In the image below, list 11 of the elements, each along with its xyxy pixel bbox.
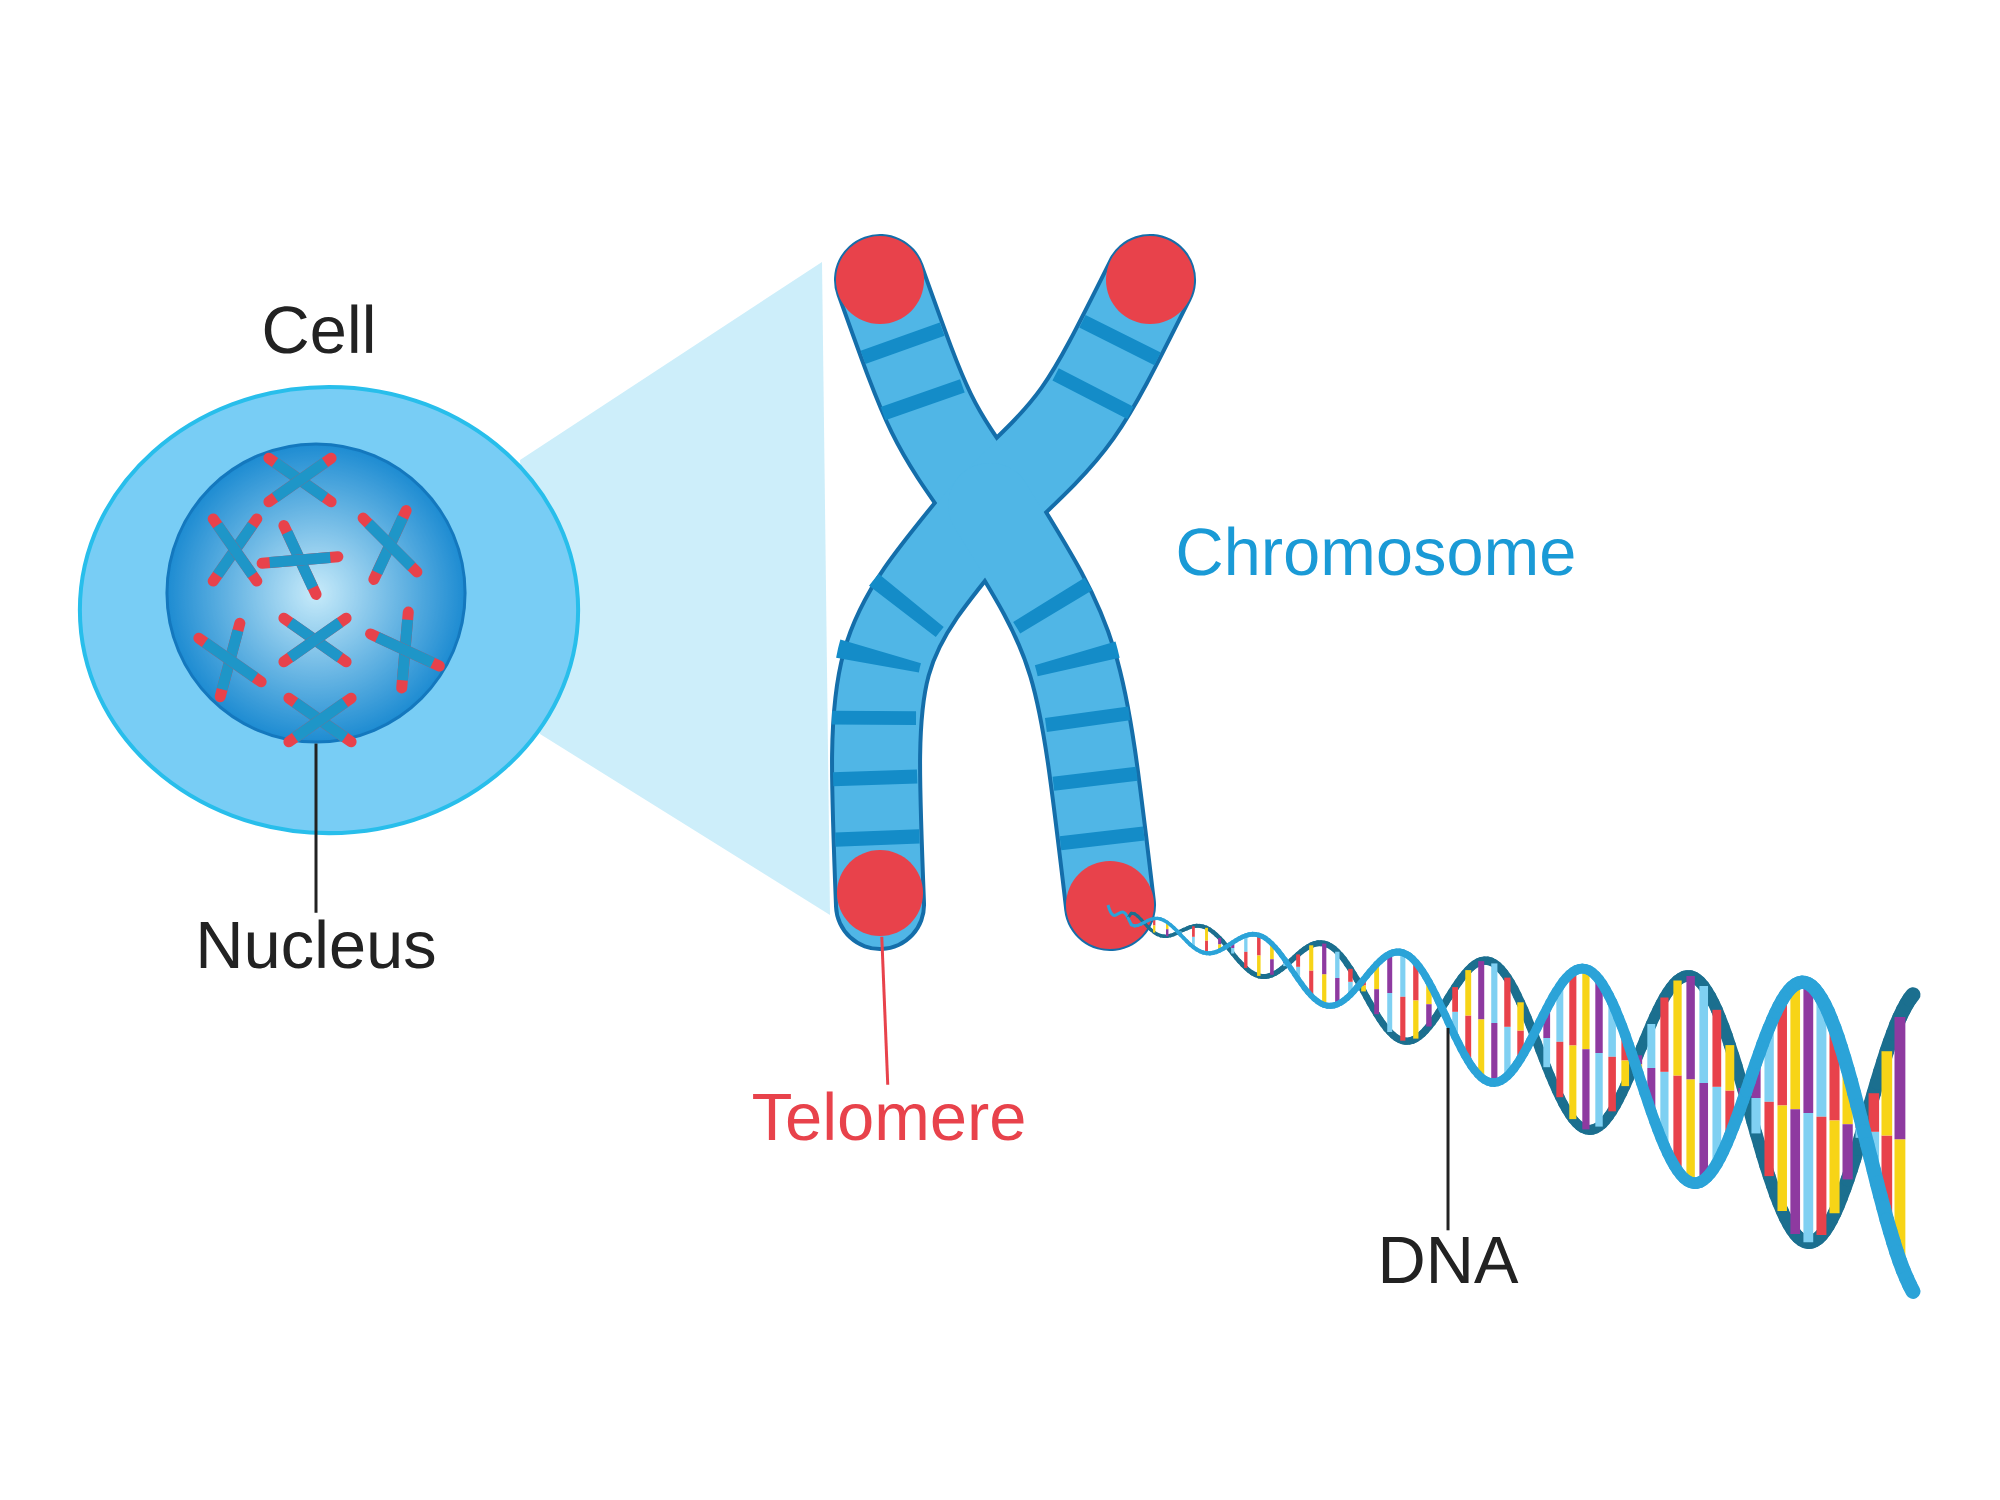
node-label: Chromosome — [1178, 526, 1574, 576]
nucleus-label: Nucleus — [200, 919, 435, 969]
dna-helix-drawing — [1106, 904, 1921, 1299]
leader-line — [880, 936, 890, 1085]
nucleus-drawing — [165, 442, 467, 748]
leader-line — [1446, 1027, 1450, 1231]
telomere-label: Telomere — [753, 1091, 1024, 1141]
telomere-cap — [837, 850, 924, 937]
chromosome-drawing: Chromosome — [520, 234, 1574, 952]
leader-line — [314, 743, 318, 913]
node-label: Cell — [264, 304, 373, 354]
